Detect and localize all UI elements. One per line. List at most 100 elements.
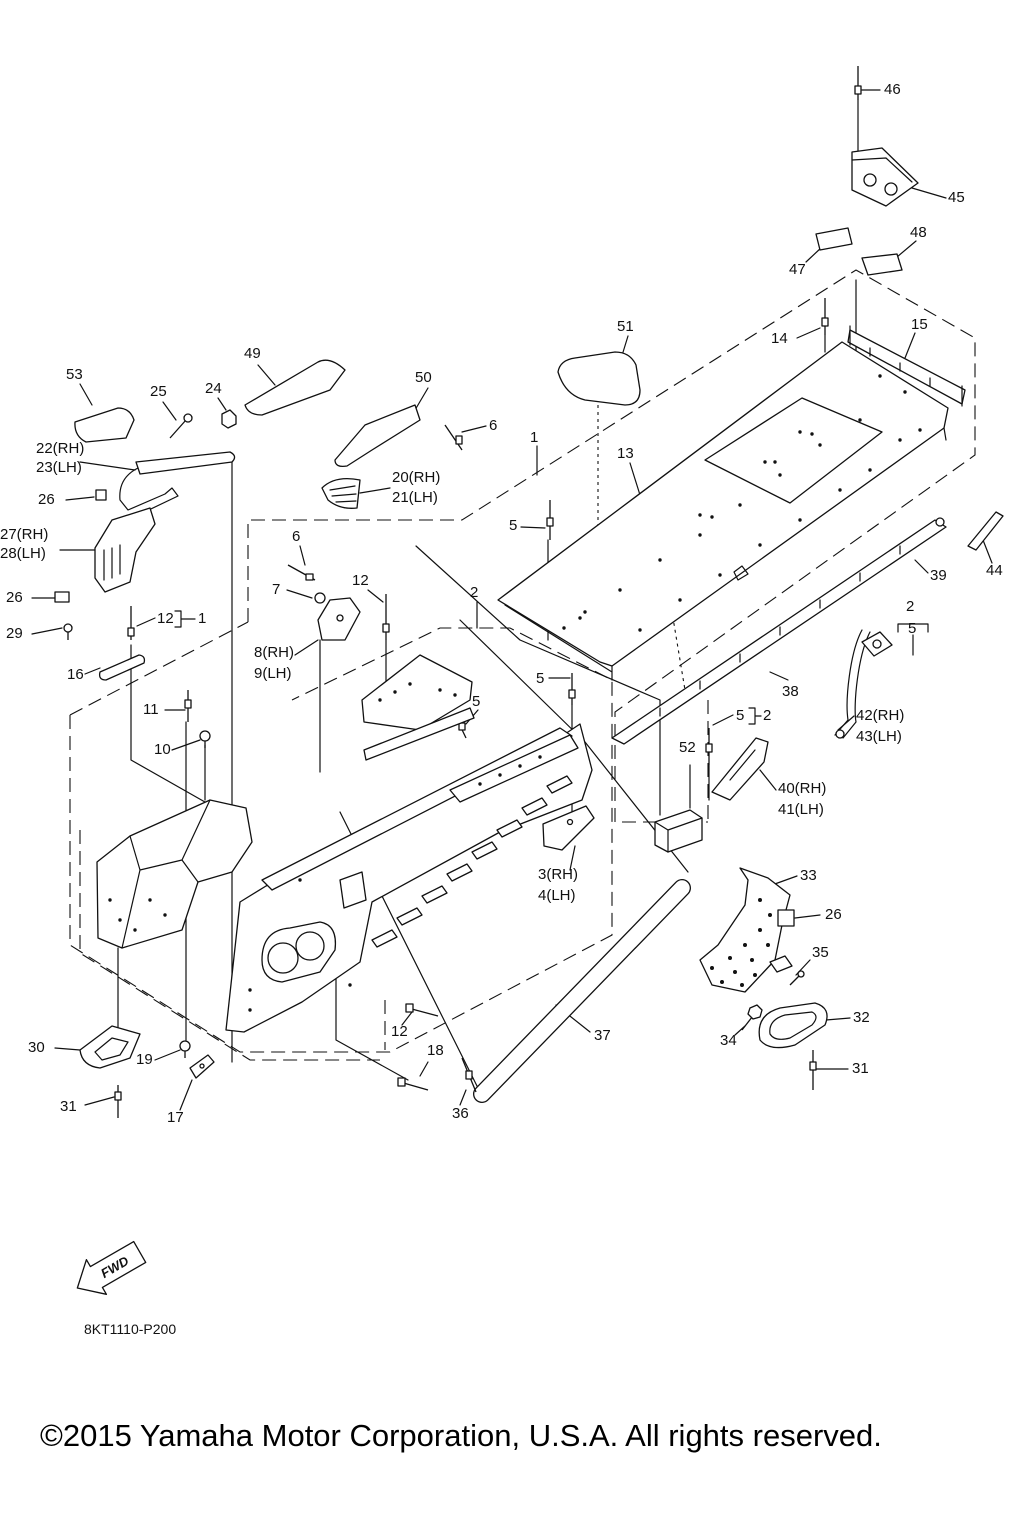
- strap-16: [98, 654, 146, 681]
- callout-31-left: 31: [60, 1098, 77, 1115]
- tube-37: [473, 879, 691, 1103]
- footrest-bracket-33: [699, 867, 791, 993]
- rivet-holes-tunnel: [562, 374, 922, 632]
- bracket-40-41: [711, 737, 769, 801]
- callout-44: 44: [986, 562, 1003, 579]
- callout-42-rh: 42(RH): [856, 707, 905, 724]
- nut-24: [221, 409, 237, 429]
- bar-22-23: [119, 451, 236, 519]
- callout-19: 19: [136, 1051, 153, 1068]
- callout-17: 17: [167, 1109, 184, 1126]
- rivet-6-top: [444, 424, 463, 451]
- callout-35: 35: [812, 944, 829, 961]
- decal-48: [861, 253, 903, 276]
- callout-23-lh: 23(LH): [36, 459, 82, 476]
- callout-28-lh: 28(LH): [0, 545, 46, 562]
- bolt-34: [741, 1004, 763, 1031]
- callout-14: 14: [771, 330, 788, 347]
- rivet-12-lower: [405, 1003, 439, 1017]
- callout-38: 38: [782, 683, 799, 700]
- callout-40-rh: 40(RH): [778, 780, 827, 797]
- rail-15: [847, 325, 966, 407]
- callout-32: 32: [853, 1009, 870, 1026]
- decal-51: [557, 351, 641, 406]
- rivet-31-left: [114, 1085, 122, 1118]
- plate-32: [758, 1002, 828, 1049]
- callout-45: 45: [948, 189, 965, 206]
- bolt-10: [199, 730, 211, 748]
- upper-member: [449, 734, 579, 803]
- rivet-12-upper: [382, 594, 390, 640]
- callout-41-lh: 41(LH): [778, 801, 824, 818]
- rivet-31-right: [809, 1050, 817, 1090]
- nut-7: [314, 592, 326, 604]
- rivet-5-d: [705, 728, 713, 765]
- callout-47: 47: [789, 261, 806, 278]
- rivet-18: [397, 1077, 429, 1091]
- callout-39: 39: [930, 567, 947, 584]
- callout-33: 33: [800, 867, 817, 884]
- upper-cross-member: [363, 707, 475, 761]
- rivet-6-left: [287, 564, 316, 581]
- screw-25: [169, 413, 193, 439]
- callout-12-c: 12: [391, 1023, 408, 1040]
- decal-47: [815, 227, 853, 251]
- callout-15: 15: [911, 316, 928, 333]
- callout-49: 49: [244, 345, 261, 362]
- callout-31-right: 31: [852, 1060, 869, 1077]
- bracket-17: [189, 1054, 215, 1079]
- callout-16: 16: [67, 666, 84, 683]
- callout-24: 24: [205, 380, 222, 397]
- tunnel-plate-13: [497, 341, 949, 681]
- clip-26-right: [777, 909, 795, 927]
- callout-11: 11: [143, 701, 159, 718]
- callout-5-d: 5: [736, 707, 745, 724]
- nut-26-left-lower: [54, 591, 70, 603]
- rivet-36: [461, 1057, 477, 1093]
- rivet-14: [821, 298, 829, 335]
- callout-20-rh: 20(RH): [392, 469, 441, 486]
- fwd-arrow-icon: FWD: [76, 1240, 147, 1295]
- plate-30: [79, 1025, 141, 1069]
- callout-13: 13: [617, 445, 634, 462]
- callout-9-lh: 9(LH): [254, 665, 292, 682]
- bracket-45: [851, 147, 919, 207]
- panel-50: [334, 404, 421, 468]
- bracket-27-28: [94, 507, 156, 593]
- callout-5-bracket: 5: [908, 620, 917, 637]
- cap-53: [74, 407, 135, 443]
- callout-2-frame: 2: [470, 584, 479, 601]
- rivet-11: [184, 690, 192, 722]
- bolt-19: [179, 1040, 191, 1058]
- frame-assembly-2: [96, 654, 593, 1033]
- callout-10: 10: [154, 741, 171, 758]
- strap-42-43: [834, 629, 893, 739]
- hidden-reference-lines: [597, 405, 686, 691]
- callout-25: 25: [150, 383, 167, 400]
- callout-36: 36: [452, 1105, 469, 1122]
- callout-3-rh: 3(RH): [538, 866, 578, 883]
- callout-50: 50: [415, 369, 432, 386]
- block-52: [654, 809, 703, 853]
- callout-26-a: 26: [38, 491, 55, 508]
- callout-6-left: 6: [292, 528, 301, 545]
- upper-frame-rail: [361, 654, 473, 731]
- callout-34: 34: [720, 1032, 737, 1049]
- decal-44: [967, 511, 1004, 551]
- cover-20-21: [321, 477, 361, 509]
- rivet-12-left: [127, 606, 135, 640]
- callout-2-right: 2: [906, 598, 915, 615]
- bracket-8-9: [317, 597, 361, 641]
- assembly-group-outlines: [69, 269, 976, 1061]
- callout-30: 30: [28, 1039, 45, 1056]
- callout-12-b: 12: [157, 610, 174, 627]
- callout-51: 51: [617, 318, 634, 335]
- callout-26-b: 26: [6, 589, 23, 606]
- callout-5-b: 5: [536, 670, 545, 687]
- callout-37: 37: [594, 1027, 611, 1044]
- callout-7: 7: [272, 581, 281, 598]
- callout-29: 29: [6, 625, 23, 642]
- callout-leaders: [31, 89, 993, 1111]
